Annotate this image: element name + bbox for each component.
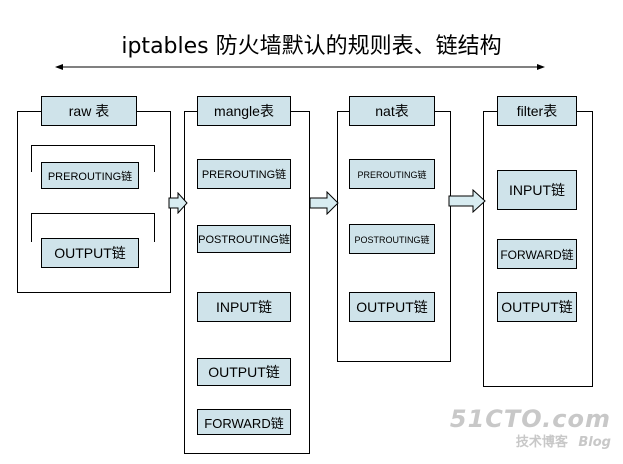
- raw-table-label: raw 表: [41, 96, 137, 126]
- mangle-forward-chain: FORWARD链: [197, 409, 291, 435]
- watermark-sub: 技术博客 Blog: [450, 431, 611, 450]
- arrow-mangle-to-nat: [309, 191, 339, 215]
- mangle-output-chain: OUTPUT链: [197, 358, 291, 386]
- nat-output-chain: OUTPUT链: [349, 292, 435, 322]
- filter-forward-chain: FORWARD链: [497, 239, 577, 269]
- nat-postrouting-chain: POSTROUTING链: [349, 224, 435, 254]
- filter-output-chain: OUTPUT链: [497, 292, 577, 322]
- mangle-postrouting-chain: POSTROUTING链: [197, 225, 291, 253]
- arrow-raw-to-mangle: [168, 192, 188, 214]
- watermark-brand: 51CTO.com: [449, 405, 611, 433]
- filter-table-label: filter表: [497, 96, 577, 126]
- arrow-nat-to-filter: [448, 189, 486, 213]
- raw-prerouting-chain: PREROUTING链: [41, 162, 139, 189]
- watermark-sub-cn: 技术博客: [515, 435, 568, 450]
- watermark-blog: Blog: [578, 435, 611, 450]
- raw-output-loop: [31, 213, 155, 242]
- mangle-prerouting-chain: PREROUTING链: [197, 159, 291, 189]
- nat-table-label: nat表: [349, 96, 435, 126]
- watermark: 51CTO.com 技术博客 Blog: [450, 405, 611, 450]
- raw-output-chain: OUTPUT链: [41, 238, 139, 268]
- mangle-input-chain: INPUT链: [197, 292, 291, 322]
- mangle-table-label: mangle表: [197, 96, 291, 126]
- filter-input-chain: INPUT链: [497, 170, 577, 210]
- nat-prerouting-chain: PREROUTING链: [349, 159, 435, 189]
- diagram-title: iptables 防火墙默认的规则表、链结构: [121, 34, 502, 59]
- raw-prerouting-loop: [31, 145, 155, 172]
